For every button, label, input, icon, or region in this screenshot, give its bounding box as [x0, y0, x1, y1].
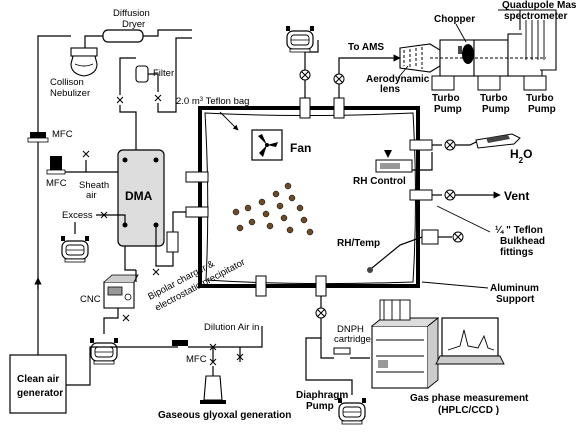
turbo1-label: Turbo: [432, 93, 460, 104]
port-left-2: [185, 206, 209, 218]
bulkhead-label-3: fittings: [500, 247, 534, 258]
turbo3-label: Turbo: [526, 93, 554, 104]
diaphragm-label-1: Diaphragm: [296, 390, 348, 401]
to-ams-label: To AMS: [348, 42, 384, 53]
excess-pump: [60, 235, 90, 263]
dnph-cartridge: [333, 347, 351, 355]
ams-instrument: [399, 9, 557, 91]
filter: [135, 65, 149, 83]
port-left-1: [185, 171, 209, 183]
aluminum-label-2: Support: [496, 294, 535, 305]
dnph-label-2: cartridge: [334, 334, 371, 345]
hplc-instrument: [371, 299, 440, 389]
sheath-label: Sheath: [79, 180, 109, 191]
h2o-label: H2O: [510, 147, 532, 165]
collison-label: Collison: [50, 77, 84, 88]
port-right-1: [409, 139, 433, 151]
cnc-label: CNC: [80, 294, 101, 305]
collison-nebulizer: [70, 47, 98, 77]
fan-label: Fan: [290, 141, 311, 155]
port-right-2: [409, 189, 433, 201]
mfc-mid: [50, 156, 62, 170]
clean-air-generator: [9, 354, 67, 414]
aero-label-1: Aerodynamic: [366, 74, 430, 85]
gas-phase-label-1: Gas phase measurement: [410, 393, 529, 404]
mfc-mid-label: MFC: [46, 178, 67, 189]
particles: [232, 182, 314, 236]
port-bottom-2: [315, 275, 327, 297]
aero-label-2: lens: [380, 84, 400, 95]
cnc-pump: [89, 337, 119, 365]
turbo2-pump: Pump: [482, 104, 510, 115]
port-bottom-1: [255, 275, 267, 297]
rh-temp-label: RH/Temp: [337, 238, 380, 249]
diffusion-dryer: [102, 29, 144, 43]
bulkhead-label-2: Bulkhead: [500, 236, 545, 247]
aluminum-label-1: Aluminum: [490, 283, 539, 294]
clean-air-label-1: Clean air: [17, 374, 59, 385]
rh-control: [375, 150, 413, 173]
mfc-bottom: [172, 340, 188, 346]
dryer-label: Dryer: [122, 19, 145, 30]
dma-label: DMA: [125, 189, 153, 203]
fan: [251, 129, 283, 161]
rh-control-label: RH Control: [353, 176, 406, 187]
quad-label-1: Quadupole Mass: [502, 0, 576, 11]
port-top-1: [299, 97, 311, 119]
diaphragm-label-2: Pump: [306, 401, 334, 412]
turbo2-label: Turbo: [480, 93, 508, 104]
dnph-label-1: DNPH: [337, 324, 364, 335]
diaphragm-pump: [337, 397, 367, 425]
mfc-left: [30, 132, 46, 138]
port-top-2: [333, 97, 345, 119]
water-vessel: [475, 133, 521, 149]
bulkhead-label-1: ¼ " Teflon: [495, 225, 543, 236]
cnc: [103, 274, 139, 309]
excess-label: Excess: [62, 210, 93, 221]
glyoxal-label: Gaseous glyoxal generation: [158, 410, 291, 421]
gas-phase-label-2: (HPLC/CCD ): [438, 405, 499, 416]
quad-label-2: spectrometer: [504, 11, 567, 22]
mfc-left-label: MFC: [52, 129, 73, 140]
top-pump: [285, 25, 315, 53]
bipolar-charger: [166, 231, 179, 253]
glyoxal-generator: [200, 375, 226, 404]
air-label: air: [86, 190, 97, 201]
teflon-bag: [198, 106, 420, 288]
dma: [117, 149, 165, 247]
teflon-bag-label: 2.0 m3 Teflon bag: [176, 96, 249, 107]
computer: [435, 317, 505, 365]
mfc-bottom-label: MFC: [186, 354, 207, 365]
turbo3-pump: Pump: [528, 104, 556, 115]
dilution-label: Dilution Air in: [204, 322, 259, 333]
diffusion-label: Diffusion: [113, 8, 150, 19]
port-right-3: [421, 229, 439, 245]
clean-air-label-2: generator: [17, 388, 63, 399]
nebulizer-label: Nebulizer: [50, 88, 90, 99]
turbo1-pump: Pump: [434, 104, 462, 115]
filter-label: Filter: [153, 68, 174, 79]
chopper-label: Chopper: [434, 14, 475, 25]
vent-label: Vent: [504, 189, 529, 203]
